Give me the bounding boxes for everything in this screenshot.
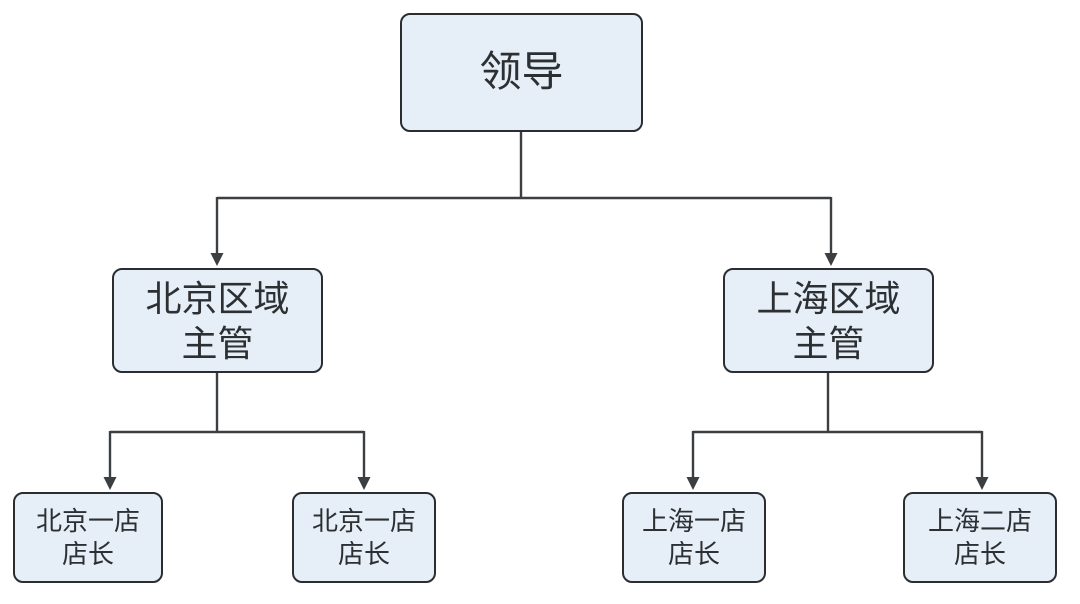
node-beijing-supervisor: 北京区域 主管 [112,268,323,373]
node-beijing-store-a-manager: 北京一店 店长 [13,492,163,583]
node-shanghai-supervisor-label-line2: 主管 [792,322,865,364]
node-beijing-supervisor-label-line1: 北京区域 [145,277,290,319]
node-beijing-supervisor-label-line2: 主管 [181,322,254,364]
node-shanghai-store-1-manager: 上海一店 店长 [622,492,766,583]
node-leader: 领导 [400,13,643,132]
node-shanghai-supervisor-label-line1: 上海区域 [756,277,901,319]
node-beijing-store-b-manager: 北京一店 店长 [292,492,436,583]
node-shanghai-supervisor: 上海区域 主管 [723,268,934,373]
arrowhead-shanghai [824,253,838,266]
arrowhead-shanghai-store-1 [686,477,700,490]
node-shanghai-store-2-label-line2: 店长 [953,538,1006,569]
node-shanghai-store-1-label-line2: 店长 [667,538,720,569]
arrowhead-beijing-store-a [103,477,117,490]
node-beijing-store-b-label-line1: 北京一店 [311,506,416,536]
node-beijing-store-b-label-line2: 店长 [337,538,390,569]
node-shanghai-store-2-label-line1: 上海二店 [927,506,1032,536]
arrowhead-shanghai-store-2 [975,477,989,490]
arrowhead-beijing [210,253,224,266]
arrowhead-beijing-store-b [357,477,371,490]
node-leader-label: 领导 [479,48,564,96]
node-beijing-store-a-label-line1: 北京一店 [35,506,140,536]
node-shanghai-store-1-label-line1: 上海一店 [641,506,746,536]
node-shanghai-store-2-manager: 上海二店 店长 [903,492,1057,583]
node-beijing-store-a-label-line2: 店长 [61,538,114,569]
